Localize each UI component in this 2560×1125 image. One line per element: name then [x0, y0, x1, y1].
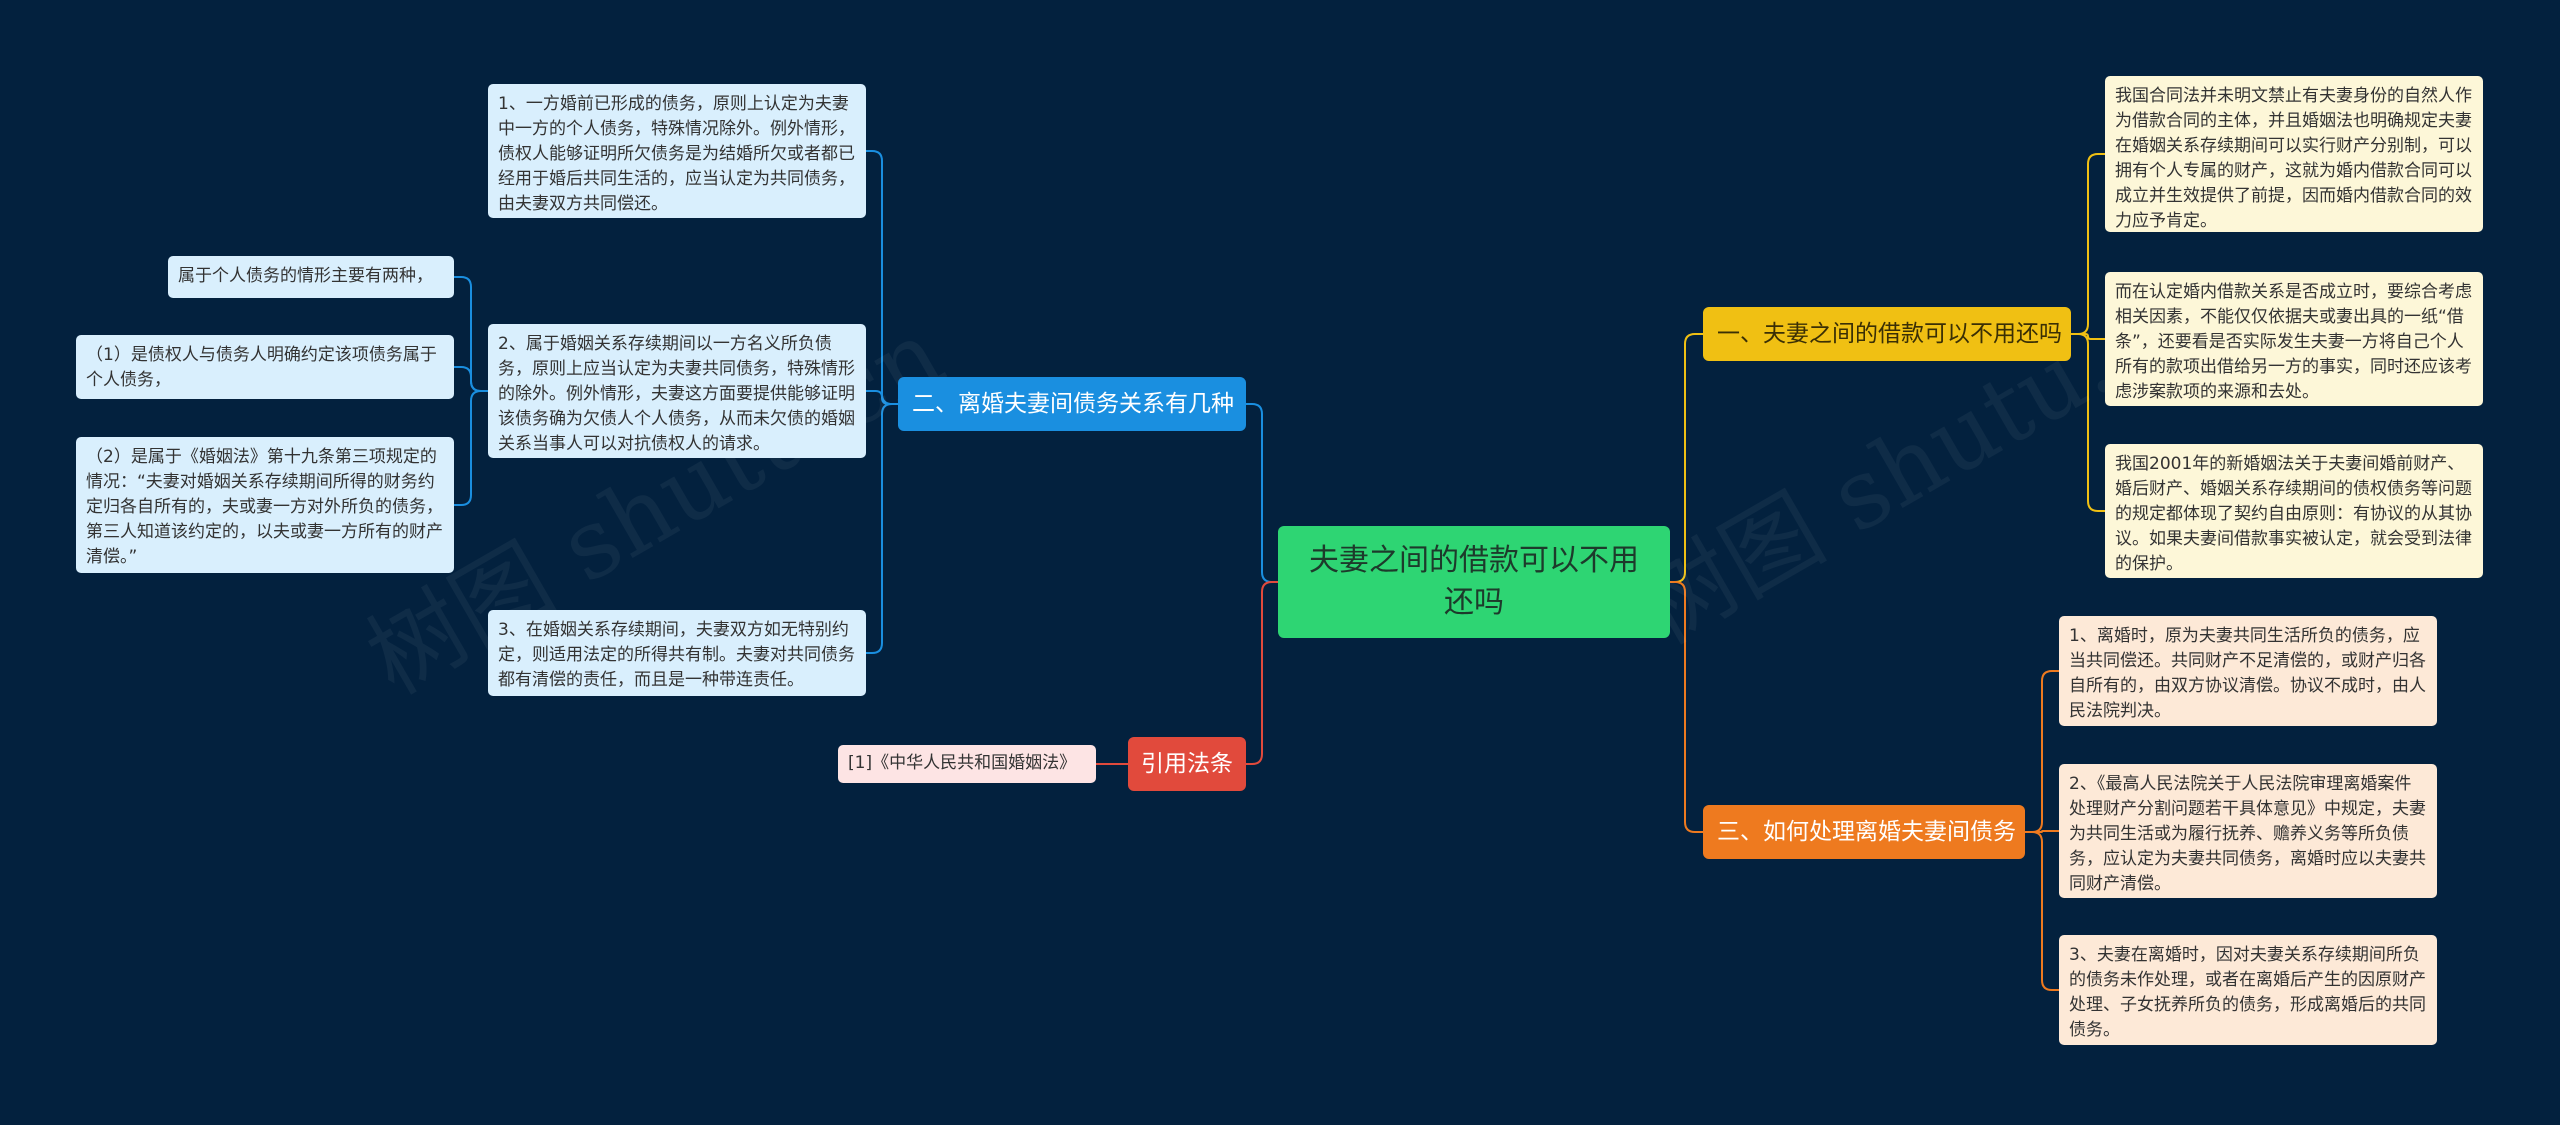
branch-topic-2[interactable]: 二、离婚夫妻间债务关系有几种: [898, 377, 1246, 431]
branch-topic-citation[interactable]: 引用法条: [1128, 737, 1246, 791]
leaf-topic[interactable]: 2、属于婚姻关系存续期间以一方名义所负债务，原则上应当认定为夫妻共同债务，特殊情…: [488, 324, 866, 458]
leaf-topic[interactable]: 我国合同法并未明文禁止有夫妻身份的自然人作为借款合同的主体，并且婚姻法也明确规定…: [2105, 76, 2483, 232]
connector-root-branch2: [1246, 403, 1278, 583]
branch-topic-1[interactable]: 一、夫妻之间的借款可以不用还吗: [1703, 307, 2071, 361]
connector-leaf-subleaf: [454, 366, 488, 392]
subleaf-topic[interactable]: （2）是属于《婚姻法》第十九条第三项规定的情况：“夫妻对婚姻关系存续期间所得的财…: [76, 437, 454, 573]
leaf-topic[interactable]: 我国2001年的新婚姻法关于夫妻间婚前财产、婚后财产、婚姻关系存续期间的债权债务…: [2105, 444, 2483, 578]
connector-branch1-leaf: [2071, 153, 2105, 335]
leaf-topic[interactable]: 2、《最高人民法院关于人民法院审理离婚案件处理财产分割问题若干具体意见》中规定，…: [2059, 764, 2437, 898]
leaf-topic[interactable]: 3、夫妻在离婚时，因对夫妻关系存续期间所负的债务未作处理，或者在离婚后产生的因原…: [2059, 935, 2437, 1045]
subleaf-topic[interactable]: （1）是债权人与债务人明确约定该项债务属于个人债务，: [76, 335, 454, 399]
root-topic[interactable]: 夫妻之间的借款可以不用还吗: [1278, 526, 1670, 638]
leaf-topic[interactable]: 1、离婚时，原为夫妻共同生活所负的债务，应当共同偿还。共同财产不足清偿的，或财产…: [2059, 616, 2437, 726]
connector-branch2-leaf: [866, 390, 898, 405]
citation-leaf[interactable]: [1]《中华人民共和国婚姻法》: [838, 745, 1096, 783]
leaf-topic[interactable]: 3、在婚姻关系存续期间，夫妻双方如无特别约定，则适用法定的所得共有制。夫妻对共同…: [488, 610, 866, 696]
connector-root-citation: [1246, 581, 1278, 765]
subleaf-topic[interactable]: 属于个人债务的情形主要有两种，: [168, 256, 454, 298]
leaf-topic[interactable]: 而在认定婚内借款关系是否成立时，要综合考虑相关因素，不能仅仅依据夫或妻出具的一纸…: [2105, 272, 2483, 406]
connector-branch2-leaf: [866, 150, 898, 405]
connector-branch2-leaf: [866, 403, 898, 654]
connector-root-branch3: [1670, 581, 1703, 833]
connector-leaf-subleaf: [454, 390, 488, 506]
connector-branch1-leaf: [2071, 333, 2105, 340]
connector-branch3-leaf: [2025, 831, 2059, 991]
connector-root-branch1: [1670, 333, 1703, 583]
connector-branch3-leaf: [2025, 670, 2059, 833]
connector-branch3-leaf: [2025, 830, 2059, 833]
branch-topic-3[interactable]: 三、如何处理离婚夫妻间债务: [1703, 805, 2025, 859]
leaf-topic[interactable]: 1、一方婚前已形成的债务，原则上认定为夫妻中一方的个人债务，特殊情况除外。例外情…: [488, 84, 866, 218]
connector-branch1-leaf: [2071, 333, 2105, 512]
